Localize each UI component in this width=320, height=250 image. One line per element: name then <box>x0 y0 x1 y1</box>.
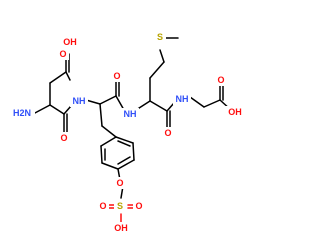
gly-amide-nh-label: NH <box>176 94 189 104</box>
bond-asp-ca-c <box>49 104 65 115</box>
bond-ring-inner-1 <box>117 140 131 147</box>
sulfate-left-oxygen-label: O <box>99 201 106 211</box>
bond-met-ca-c <box>149 100 168 112</box>
bond-tyr-c-n <box>115 95 125 111</box>
asp-amine-label: H2N <box>13 108 31 118</box>
asp-acid-oh-label: OH <box>63 37 77 47</box>
bond-ring-1 <box>115 136 134 144</box>
sulfate-oh-label: OH <box>114 223 128 233</box>
tyr-amide-nh-label: NH <box>73 96 86 106</box>
bond-gly-ca-c <box>203 99 221 108</box>
bond-ring-5 <box>100 145 103 164</box>
met-amide-nh-label: NH <box>124 109 137 119</box>
bond-tyr-ca-cb <box>99 103 103 127</box>
atom-labels: OH O H2N O NH O NH S O NH O OH O S O O O <box>10 31 245 234</box>
asp-amide-oxygen-label: O <box>60 133 67 143</box>
bond-tyr-ca-c <box>99 95 117 105</box>
bond-asp-ca-n <box>32 104 51 115</box>
sulfate-sulfur-label: S <box>117 201 123 211</box>
met-sulfur-label: S <box>157 32 163 42</box>
bond-met-cg-s <box>159 49 165 63</box>
tyrosine-sulfate-peptide-structure: OH O H2N O NH O NH S O NH O OH O S O O O <box>10 31 245 234</box>
bond-ring-6 <box>100 136 117 147</box>
bond-met-c-n <box>166 102 175 112</box>
sulfate-right-oxygen-label: O <box>135 201 142 211</box>
asp-acid-oxygen-label: O <box>59 49 66 59</box>
bond-gly-n-ca <box>189 96 205 108</box>
bond-tyr-n-ca <box>85 99 101 105</box>
met-carbonyl-oxygen-label: O <box>164 128 171 138</box>
bond-met-cb-cg <box>149 61 165 79</box>
bond-ring-2 <box>132 142 135 161</box>
tyr-carbonyl-oxygen-label: O <box>113 71 120 81</box>
bond-asp-cb-cg <box>49 71 67 84</box>
bond-ring-4 <box>101 162 119 170</box>
bond-ring-inner-2 <box>117 156 131 165</box>
bond-asp-cg-oh <box>65 71 71 81</box>
tyr-ether-oxygen-label: O <box>116 178 123 188</box>
gly-acid-oxygen-label: O <box>217 75 224 85</box>
gly-acid-oh-label: OH <box>228 107 242 117</box>
bond-tyr-cb-ring <box>101 125 117 138</box>
bond-ring-3 <box>117 159 135 170</box>
bond-lines <box>32 37 232 225</box>
bond-asp-c-n <box>63 105 72 115</box>
